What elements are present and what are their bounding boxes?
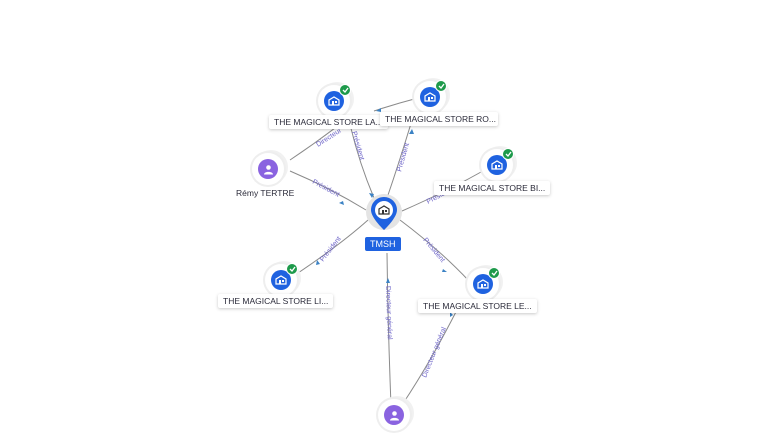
person-node-bottom[interactable] <box>375 396 415 436</box>
node-label-le[interactable]: THE MAGICAL STORE LE... <box>418 299 537 313</box>
company-icon <box>420 87 440 107</box>
edge-label: Directeur général <box>421 326 448 379</box>
edge-label: Directeur général <box>384 286 393 340</box>
verified-check-icon <box>286 263 298 275</box>
verified-check-icon <box>488 267 500 279</box>
node-label-li[interactable]: THE MAGICAL STORE LI... <box>218 294 334 308</box>
edge-center-le: Président <box>399 219 471 283</box>
company-node-li[interactable] <box>262 261 302 301</box>
company-icon <box>473 274 493 294</box>
node-label-bi[interactable]: THE MAGICAL STORE BI... <box>434 181 551 195</box>
center-node[interactable] <box>366 194 402 240</box>
edge-label: Président <box>421 237 445 264</box>
node-label-remy[interactable]: Rémy TERTRE <box>236 188 295 198</box>
node-label-la[interactable]: THE MAGICAL STORE LA... <box>269 115 388 129</box>
company-node-bi[interactable] <box>478 146 518 186</box>
edge-label: Directeur <box>315 127 343 149</box>
edge-label: Président <box>311 179 340 199</box>
verified-check-icon <box>502 148 514 160</box>
center-node-label[interactable]: TMSH <box>365 237 401 251</box>
edge-bottom-center: Directeur général <box>384 252 393 406</box>
location-pin-icon <box>371 197 397 230</box>
edge-label: Président <box>350 131 365 161</box>
edge-bottom-le: Directeur général <box>401 299 463 406</box>
verified-check-icon <box>339 84 351 96</box>
person-node-remy[interactable] <box>249 150 289 190</box>
company-icon <box>271 270 291 290</box>
edge-label: Président <box>396 142 411 172</box>
person-icon <box>258 159 278 179</box>
company-node-le[interactable] <box>464 265 504 305</box>
company-node-ro[interactable] <box>411 78 451 118</box>
edge-la-center: Président <box>348 119 375 199</box>
verified-check-icon <box>435 80 447 92</box>
company-icon <box>324 91 344 111</box>
company-icon <box>487 155 507 175</box>
person-icon <box>384 405 404 425</box>
company-node-la[interactable] <box>315 82 355 122</box>
edge-remy-center: Président <box>289 170 367 211</box>
node-label-ro[interactable]: THE MAGICAL STORE RO... <box>380 112 498 126</box>
edge-center-ro: Président <box>386 119 414 199</box>
edge-label: Président <box>319 236 343 264</box>
edge-li-center: Président <box>294 219 369 276</box>
